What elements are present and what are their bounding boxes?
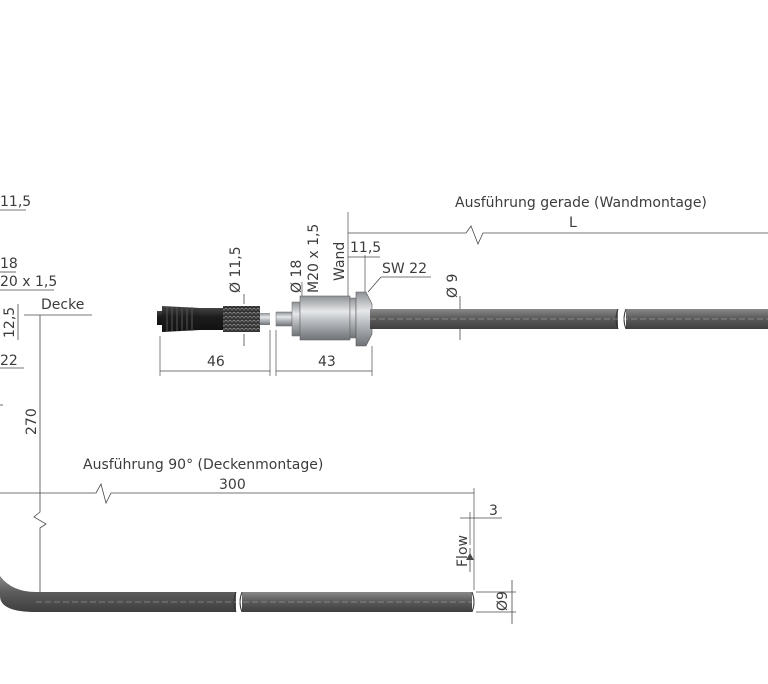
angled-tube-diameter-label: Ø9 bbox=[495, 591, 511, 611]
ceiling-label: Decke bbox=[41, 297, 84, 313]
length-dimension-line bbox=[348, 225, 768, 246]
angled-title: Ausführung 90° (Deckenmontage) bbox=[83, 457, 323, 473]
straight-tube bbox=[370, 308, 768, 330]
body-diameter-label: Ø 18 bbox=[289, 260, 305, 293]
thread-label: M20 x 1,5 bbox=[306, 224, 322, 293]
angled-tube bbox=[0, 576, 475, 613]
body-length-label: 43 bbox=[318, 354, 336, 370]
connector-diameter-label: Ø 11,5 bbox=[228, 246, 244, 293]
straight-title: Ausführung gerade (Wandmontage) bbox=[455, 195, 707, 211]
flow-arrow-icon bbox=[466, 553, 474, 560]
angled-view: Decke 270 Ausführung 90° (Deckenmontage)… bbox=[0, 297, 516, 624]
cut-off-dimensions: 11,5 18 20 x 1,5 12,5 22 bbox=[0, 194, 57, 406]
tube-diameter-label: Ø 9 bbox=[445, 274, 461, 298]
connector-plug bbox=[157, 306, 270, 332]
sensor-body bbox=[275, 291, 382, 347]
wrench-size-label: SW 22 bbox=[382, 261, 427, 277]
cut-thread-label: 20 x 1,5 bbox=[0, 274, 57, 290]
flow-label: Flow bbox=[455, 535, 471, 567]
length-label: L bbox=[569, 215, 577, 231]
cut-offset-label: 12,5 bbox=[2, 307, 18, 338]
vertical-length-label: 270 bbox=[24, 408, 40, 435]
straight-view: Ausführung gerade (Wandmontage) L 11,5 W… bbox=[157, 195, 768, 376]
wall-label: Wand bbox=[332, 242, 348, 281]
cut-wrench-label: 22 bbox=[0, 353, 18, 369]
tip-offset-label: 3 bbox=[489, 503, 498, 519]
plug-length-label: 46 bbox=[207, 354, 225, 370]
cut-dia-label: 18 bbox=[0, 256, 18, 272]
vertical-dimension-line bbox=[33, 315, 47, 600]
cut-top-label: 11,5 bbox=[0, 194, 31, 210]
horizontal-dimension-line bbox=[0, 482, 474, 505]
horizontal-length-label: 300 bbox=[219, 477, 246, 493]
wall-offset-label: 11,5 bbox=[350, 240, 381, 256]
